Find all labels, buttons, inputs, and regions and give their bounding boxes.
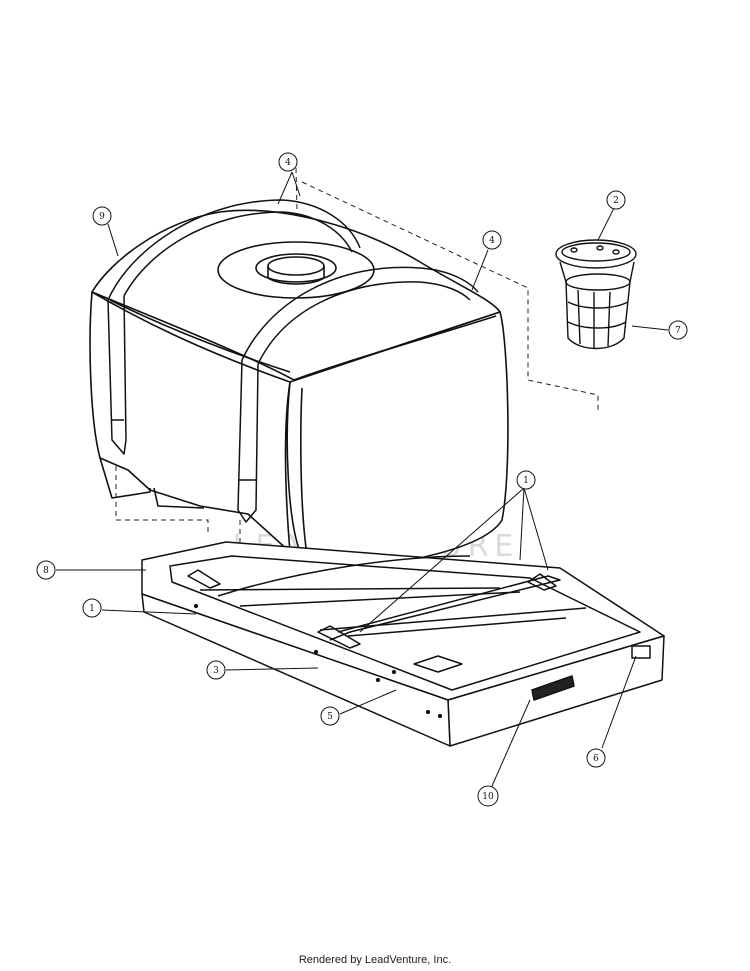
frame bbox=[141, 541, 665, 747]
footer-credit: Rendered by LeadVenture, Inc. bbox=[298, 954, 452, 966]
callout-4-right: 4 bbox=[482, 230, 502, 250]
callout-10: 10 bbox=[477, 785, 499, 807]
svg-text:10: 10 bbox=[482, 792, 494, 802]
svg-text:3: 3 bbox=[213, 666, 219, 676]
tank-straps bbox=[107, 199, 479, 523]
svg-text:1: 1 bbox=[523, 476, 529, 486]
callout-1-left: 1 bbox=[82, 598, 102, 618]
svg-text:4: 4 bbox=[285, 158, 291, 168]
tank bbox=[89, 209, 509, 564]
callout-5: 5 bbox=[320, 706, 340, 726]
svg-text:2: 2 bbox=[613, 196, 619, 206]
callout-4-top: 4 bbox=[278, 152, 298, 172]
svg-text:6: 6 bbox=[593, 754, 599, 764]
callout-8: 8 bbox=[36, 560, 56, 580]
leader-lines bbox=[56, 171, 669, 787]
callout-9: 9 bbox=[92, 206, 112, 226]
svg-text:1: 1 bbox=[89, 604, 95, 614]
callout-2: 2 bbox=[606, 190, 626, 210]
callout-7: 7 bbox=[668, 320, 688, 340]
logo-plate bbox=[531, 675, 575, 701]
svg-text:9: 9 bbox=[99, 212, 105, 222]
callout-1-right: 1 bbox=[516, 470, 536, 490]
svg-text:8: 8 bbox=[43, 566, 49, 576]
callout-3: 3 bbox=[206, 660, 226, 680]
svg-text:5: 5 bbox=[327, 712, 333, 722]
svg-text:7: 7 bbox=[675, 326, 681, 336]
svg-text:4: 4 bbox=[489, 236, 495, 246]
strainer-basket bbox=[555, 239, 637, 350]
callouts: 4 9 4 2 7 1 8 1 bbox=[36, 152, 688, 807]
callout-6: 6 bbox=[586, 748, 606, 768]
